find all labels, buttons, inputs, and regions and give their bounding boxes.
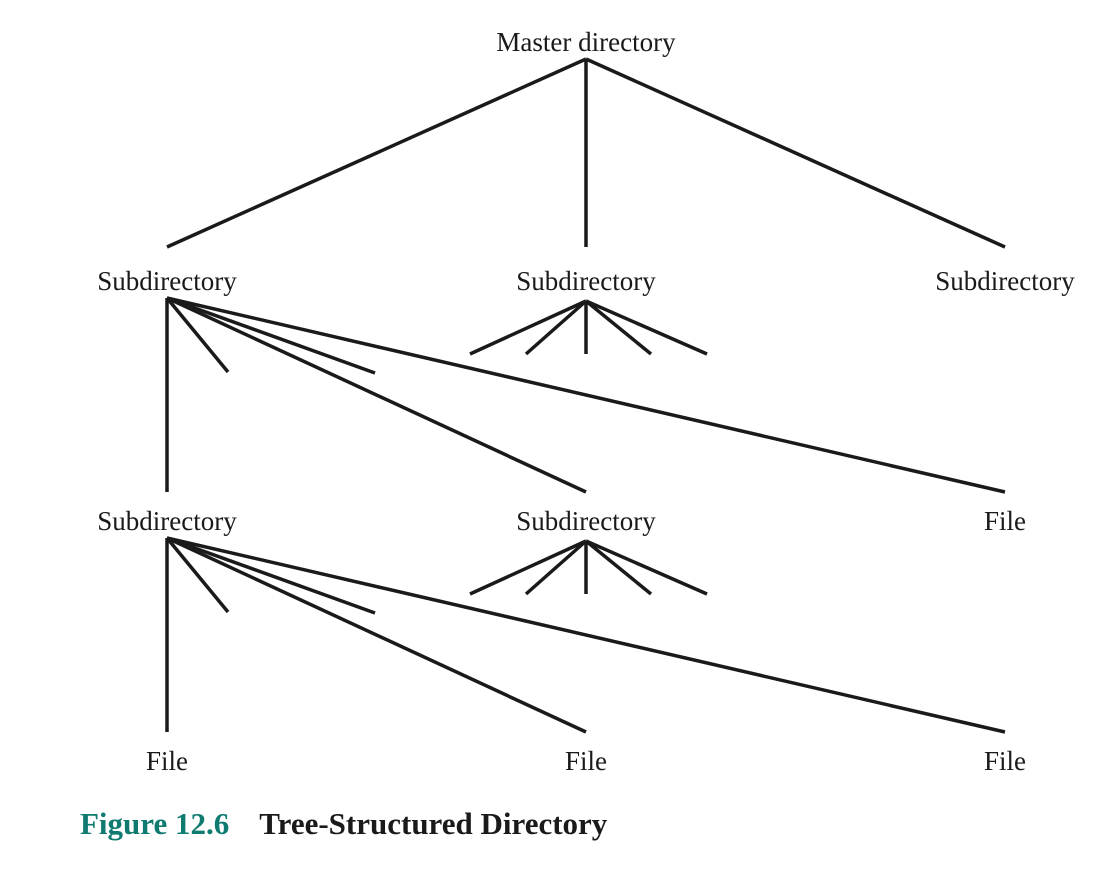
subdirectory-node-level1-middle: Subdirectory: [516, 266, 656, 296]
fan-edge-1: [469, 299, 587, 356]
root-edges: [166, 57, 1006, 249]
subdirectory-node-level2-left: Subdirectory: [97, 506, 237, 536]
subdirectory-node-level1-left: Subdirectory: [97, 266, 237, 296]
edge-stub-long: [166, 536, 376, 615]
level2-middle-fan: [469, 539, 708, 596]
edge-root-to-left-subdirectory: [166, 57, 587, 249]
subdirectory-node-level1-right: Subdirectory: [935, 266, 1075, 296]
subdirectory-node-level2-middle: Subdirectory: [516, 506, 656, 536]
edge-to-level3-middle-file: [166, 536, 587, 734]
level1-middle-fan: [469, 299, 708, 356]
fan-edge-5: [585, 299, 708, 356]
master-directory-node: Master directory: [496, 27, 676, 57]
edge-stub-short: [165, 536, 230, 614]
file-node-level3-middle: File: [565, 746, 607, 776]
edge-to-level3-right-file: [166, 536, 1006, 734]
figure-caption: Figure 12.6 Tree-Structured Directory: [80, 806, 607, 842]
file-node-level2-right: File: [984, 506, 1026, 536]
edge-root-to-right-subdirectory: [585, 57, 1006, 249]
level2-left-edges: [165, 536, 1006, 734]
fan-edge-1: [469, 539, 587, 596]
edge-stub-short: [165, 296, 230, 374]
fan-edge-4: [584, 539, 653, 596]
figure-number: Figure 12.6: [80, 806, 230, 841]
edge-to-level2-right-file: [166, 296, 1006, 494]
file-node-level3-right: File: [984, 746, 1026, 776]
fan-edge-5: [585, 539, 708, 596]
figure-title: Tree-Structured Directory: [259, 806, 608, 841]
file-node-level3-left: File: [146, 746, 188, 776]
edge-to-level2-middle-subdirectory: [166, 296, 587, 494]
level1-left-edges: [165, 296, 1006, 494]
fan-edge-4: [584, 299, 653, 356]
fan-edge-2: [524, 539, 588, 596]
fan-edge-2: [524, 299, 588, 356]
edge-stub-long: [166, 296, 376, 375]
